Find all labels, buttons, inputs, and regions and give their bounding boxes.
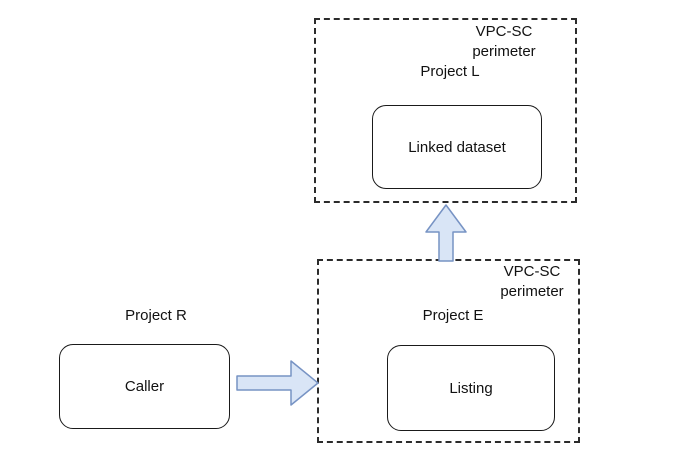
listing-node-label: Listing [449, 379, 493, 397]
project-e-label: Project E [422, 307, 484, 324]
linked-dataset-node-label: Linked dataset [408, 138, 506, 156]
vpc-sc-perimeter-top [314, 18, 577, 203]
arrow-up-icon [425, 204, 467, 262]
vpc-sc-perimeter-bottom-label: VPC-SC perimeter [500, 263, 564, 300]
caller-node: Caller [59, 344, 230, 429]
arrow-right-icon [236, 360, 319, 406]
linked-dataset-node: Linked dataset [372, 105, 542, 189]
project-r-label: Project R [125, 307, 187, 324]
arrow-up-shape [425, 204, 467, 262]
project-l-label: Project L [420, 63, 480, 80]
listing-node: Listing [387, 345, 555, 431]
caller-node-label: Caller [124, 378, 165, 395]
arrow-right-shape [236, 360, 319, 406]
vpc-sc-perimeter-top-label: VPC-SC perimeter [472, 23, 536, 60]
